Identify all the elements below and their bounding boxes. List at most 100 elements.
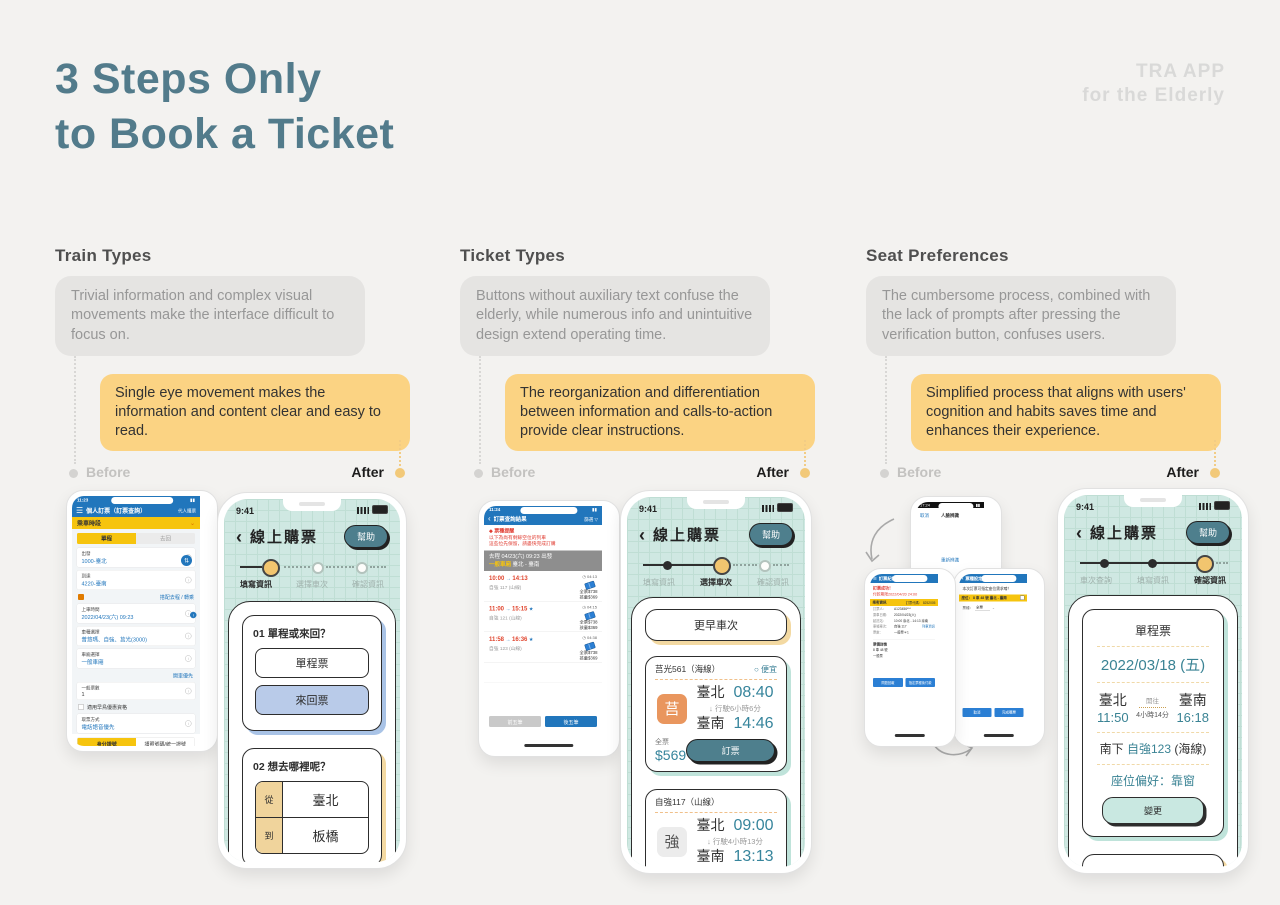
notice-line1: ◆ 票種提醒 [489, 528, 515, 535]
checkbox[interactable] [78, 703, 84, 710]
before-dot [474, 469, 483, 478]
info-icon[interactable]: i [190, 611, 197, 619]
route-middle: 開往 4小時14分 [1129, 695, 1177, 720]
tab-oneway[interactable]: 單程 [77, 533, 136, 544]
type-dropdown[interactable]: 全票 [975, 605, 990, 611]
time-slot-banner[interactable]: 乘車時段 ⌄ [72, 517, 200, 529]
tab-roundtrip[interactable]: 去回 [136, 533, 195, 544]
transfer-links[interactable]: 搭配去程 / 轉乘 [159, 595, 194, 601]
retry-link[interactable]: 重新辨識 [940, 557, 959, 563]
report-button[interactable]: 問題回報 [873, 678, 903, 687]
step-label-3: 確認資訊 [757, 578, 789, 587]
train-name: 自強 121 (山線) [489, 615, 522, 621]
oneway-option-button[interactable]: 單程票 [255, 648, 369, 678]
divider [1097, 764, 1209, 765]
screen: ‹ 票種設定與座位選擇 本次訂票可指定座位需求唷！ 座位： 8 車 48 號 臺… [959, 574, 1039, 741]
train-type-field[interactable]: 車種選擇 普悠瑪、自強、莒光(3000) i [77, 626, 195, 646]
help-button[interactable]: 幫助 [1185, 521, 1230, 544]
home-indicator [524, 744, 574, 747]
duration: ◷ 04:38 [582, 635, 597, 640]
back-icon[interactable]: ‹ [962, 576, 964, 581]
question-card-trip-type: 01 單程或來回？ 單程票 來回票 [242, 615, 382, 731]
seat-bar: 座位： 8 車 48 號 臺北 - 臺南 [959, 594, 1027, 602]
origin-field[interactable]: 出發 1000-臺北 i [77, 548, 195, 567]
train-info-link[interactable]: 列車資訊 [922, 625, 935, 629]
screen: 11:23 ▮▮ ☰ 個人訂票（訂票查詢） 代人購票 乘車時段 ⌄ 單程 去回 [72, 496, 212, 746]
priority-link[interactable]: 開車優先 [173, 673, 193, 680]
section-ticket-types: Ticket Types Buttons without auxiliary t… [460, 246, 816, 488]
segment-passport[interactable]: 護照號碼/統一證號 [136, 738, 195, 746]
prev-page-button[interactable]: 前五筆 [489, 716, 541, 727]
calendar-icon [78, 593, 84, 600]
duration: ◷ 04:13 [582, 574, 597, 579]
proxy-booking-link[interactable]: 代人購票 [177, 508, 196, 514]
menu-icon[interactable]: ☰ [76, 506, 84, 516]
back-icon[interactable]: ‹ [488, 514, 491, 524]
roundtrip-option-button[interactable]: 來回票 [255, 685, 369, 715]
ticket-count-field[interactable]: 一般票數 1 i [77, 682, 195, 700]
field-label: 上車時間 [81, 607, 100, 612]
question-number: 02 [253, 761, 265, 773]
question-title: 02 想去哪裡呢？ [253, 759, 371, 774]
book-button[interactable]: 訂票 [686, 738, 775, 762]
menu-icon[interactable]: ☰ [873, 575, 877, 581]
question-number: 01 [253, 628, 265, 640]
status-bar: 9:41 [627, 497, 805, 514]
pickup-method-field[interactable]: 取票方式 電話語音優先 i [77, 714, 195, 733]
help-button[interactable]: 幫助 [343, 525, 388, 548]
notch [283, 499, 341, 511]
swap-stations-button[interactable]: ⇅ [181, 555, 192, 566]
signal-icon [762, 505, 774, 512]
destination-field[interactable]: 到達 4220-臺南 i [77, 570, 195, 590]
checkbox[interactable] [1020, 595, 1025, 600]
cancel-button[interactable]: 取消 [962, 708, 992, 717]
toward-label: 開往 [1146, 698, 1160, 705]
step-dot-done [663, 561, 672, 570]
origin: 臺北 11:50 [1097, 690, 1129, 725]
depart-time: 11:50 [1097, 710, 1129, 725]
back-icon[interactable]: ‹ [1076, 522, 1082, 543]
field-value: 1 [81, 691, 85, 698]
segment-id-number[interactable]: 身分證號 [77, 738, 136, 746]
step-dot-active [262, 559, 280, 577]
nav-title: 線上購票 [653, 527, 722, 544]
step-dot [312, 562, 324, 574]
before-label: Before [897, 464, 942, 480]
info-icon[interactable]: i [185, 687, 192, 695]
to-row[interactable]: 到 板橋 [256, 817, 368, 853]
cancel-link[interactable]: 取消 [920, 513, 930, 518]
page-title-line2: to Book a Ticket [55, 110, 395, 159]
info-icon[interactable]: i [185, 720, 192, 727]
departure-time-field[interactable]: 上車時間 2022/04/23(六) 09:23 i [77, 604, 195, 623]
back-icon[interactable]: ‹ [236, 526, 242, 547]
car-type-field[interactable]: 車廂選擇 一般車廂 i [77, 649, 195, 668]
screen: 9:41 ‹ 線上購票 幫助 填寫資訊 選擇車次 確認資訊 [224, 499, 400, 862]
next-page-button[interactable]: 後五筆 [545, 716, 597, 727]
from-row[interactable]: 從 臺北 [256, 782, 368, 817]
step-label-2: 選擇車次 [700, 578, 732, 587]
earlier-trains-button[interactable]: 更早車次 [645, 609, 787, 641]
step-line [240, 566, 262, 568]
brand-line2: for the Elderly [1082, 84, 1225, 106]
info-icon[interactable]: i [185, 655, 192, 662]
arrow-icon: → [505, 636, 511, 643]
pay-button[interactable]: 指定票種後付款 [905, 678, 935, 687]
field-label: 取票方式 [81, 717, 100, 722]
duration: ↓ 行駛6小時6分 [709, 704, 761, 714]
info-icon[interactable]: i [185, 632, 192, 640]
step-label-2: 填寫資訊 [1137, 576, 1169, 585]
after-guide-line [804, 440, 806, 466]
filter-link[interactable]: 篩選 ▽ [584, 516, 598, 522]
problem-callout: Buttons without auxiliary text confuse t… [460, 276, 770, 356]
field-label: 到達 [81, 573, 91, 579]
change-button[interactable]: 變更 [1102, 797, 1204, 824]
complete-purchase-button[interactable]: 完成購票 [994, 708, 1024, 717]
type-label: 票種： [962, 606, 974, 610]
info-icon[interactable]: i [185, 576, 192, 584]
help-button[interactable]: 幫助 [748, 523, 793, 546]
back-icon[interactable]: ‹ [639, 524, 645, 545]
